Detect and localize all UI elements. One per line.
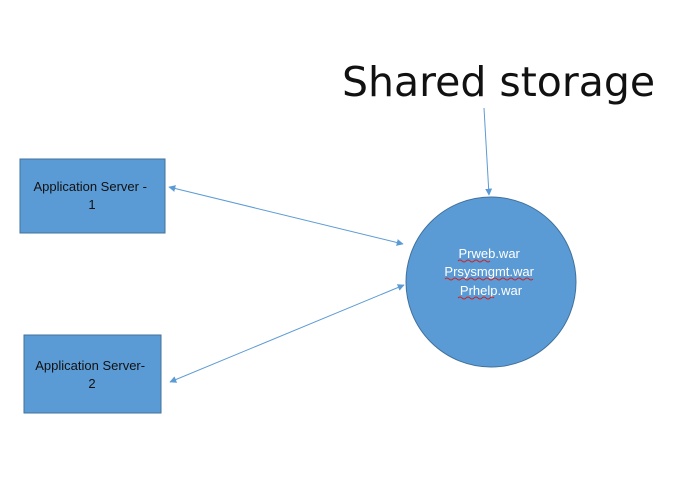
shared-storage-node[interactable]: Prweb.war Prsysmgmt.war Prhelp.war	[405, 196, 577, 368]
server-2-label-line2: 2	[88, 376, 95, 391]
application-server-1-shape	[19, 158, 166, 234]
application-server-1-box[interactable]: Application Server - 1	[19, 158, 166, 234]
arrow-server2-storage	[169, 284, 405, 383]
spellcheck-underline-prweb	[457, 259, 491, 263]
arrow-title-to-storage	[483, 107, 493, 196]
shared-storage-title: Shared storage	[342, 58, 655, 106]
server-2-label-line1: Application Server-	[35, 358, 145, 373]
spellcheck-underline-prhelp	[457, 296, 495, 300]
storage-file-prweb: Prweb.war	[458, 246, 520, 261]
application-server-2-label: Application Server- 2	[35, 358, 148, 391]
storage-file-prsysmgmt: Prsysmgmt.war	[444, 264, 534, 279]
application-server-2-shape	[23, 334, 162, 414]
server-1-label-line1: Application Server -	[33, 179, 146, 194]
server-1-label-line2: 1	[88, 197, 95, 212]
application-server-1-label: Application Server - 1	[33, 179, 150, 212]
storage-files-list: Prweb.war Prsysmgmt.war Prhelp.war	[444, 246, 537, 298]
arrow-server1-storage	[168, 185, 404, 246]
spellcheck-underline-prsysmgmt	[444, 277, 534, 281]
application-server-2-box[interactable]: Application Server- 2	[23, 334, 162, 414]
shared-storage-circle	[405, 196, 577, 368]
storage-file-prhelp: Prhelp.war	[460, 283, 523, 298]
